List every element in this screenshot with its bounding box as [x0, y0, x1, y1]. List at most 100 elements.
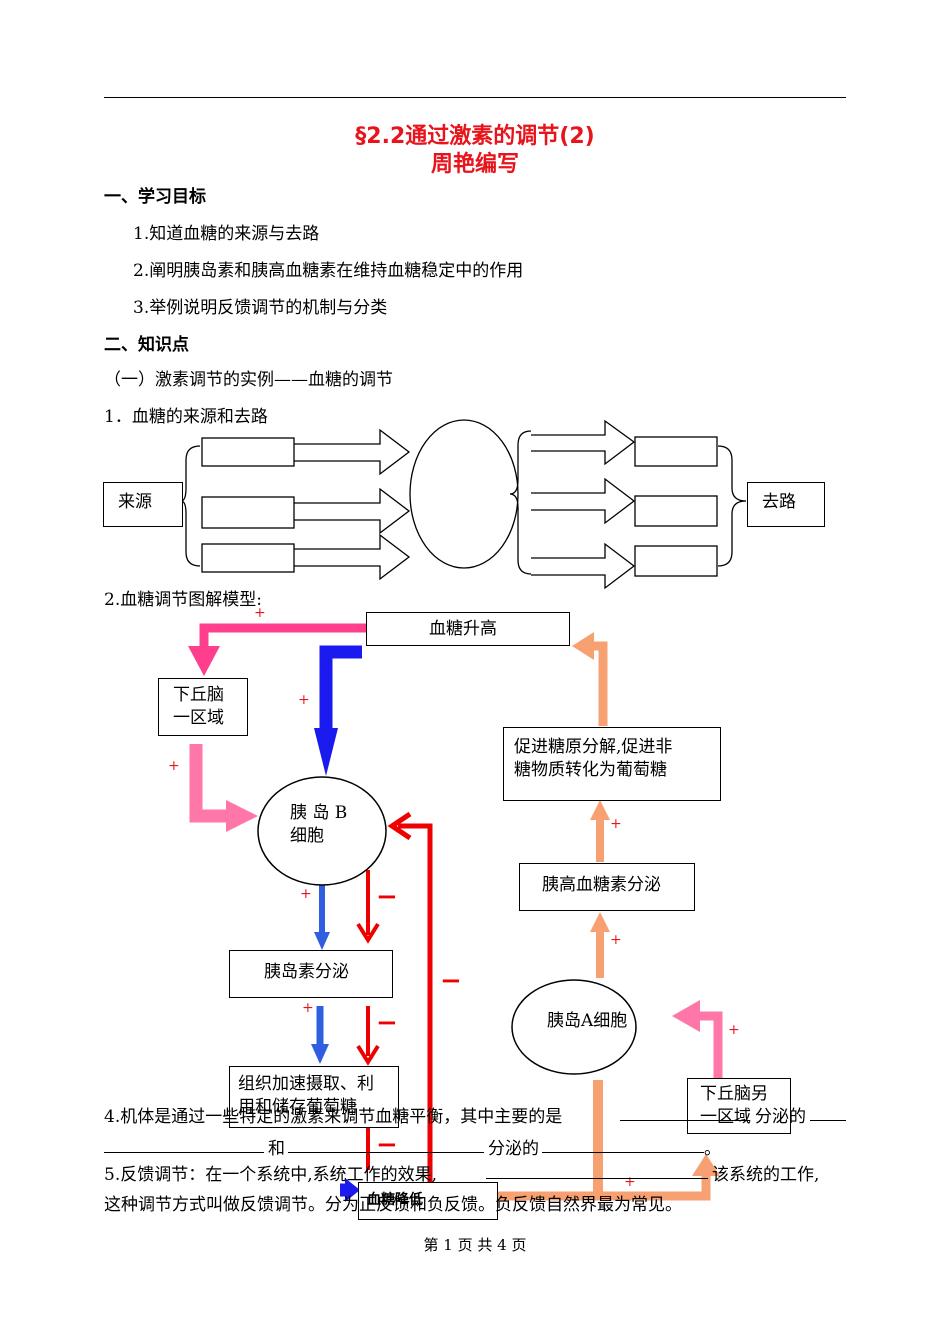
orange-arrow-head: [590, 800, 610, 820]
pink-arrow-head: [672, 1000, 700, 1032]
plus-sign: +: [302, 1000, 314, 1016]
minus-sign: −: [376, 1130, 398, 1160]
plus-sign: +: [624, 1174, 636, 1190]
dest-box: [634, 436, 718, 467]
source-label-box: 来源: [103, 482, 183, 527]
low-sugar-label: 血糖降低: [367, 1192, 423, 1208]
item-2-title: 2.血糖调节图解模型:: [104, 590, 262, 610]
subsection-title: （一）激素调节的实例——血糖的调节: [104, 370, 393, 390]
high-sugar-box: 血糖升高: [366, 612, 570, 646]
b-cell-label: 胰 岛 B 细胞: [290, 803, 348, 846]
pink-arrow: [199, 623, 366, 648]
doc-title: §2.2通过激素的调节(2): [355, 124, 595, 149]
minus-sign: −: [376, 882, 398, 912]
plus-sign: +: [610, 932, 622, 948]
blank-line: [486, 1178, 708, 1179]
a-cell-label: 胰岛A细胞: [547, 1011, 628, 1031]
glucagon-label: 胰高血糖素分泌: [542, 875, 661, 895]
pink-arrow: [189, 744, 228, 823]
insulin-label: 胰岛素分泌: [264, 962, 349, 982]
orange-arrow-head: [590, 912, 610, 932]
arrow-right: [531, 477, 636, 525]
pink-arrow-head: [188, 646, 220, 676]
page-footer: 第 1 页 共 4 页: [423, 1236, 527, 1254]
plus-sign: +: [728, 1022, 740, 1038]
section-goals-heading: 一、学习目标: [104, 187, 206, 207]
item-5-text: 这种调节方式叫做反馈调节。分为正反馈和负反馈。负反馈自然界最为常见。: [104, 1195, 682, 1215]
minus-sign: −: [376, 1008, 398, 1038]
item-5-text: 5.反馈调节：在一个系统中,系统工作的效果,: [104, 1165, 438, 1185]
item-4-text: 4.机体是通过一些特定的激素来调节血糖平衡，其中主要的是: [104, 1107, 563, 1127]
blank-line: [810, 1120, 846, 1121]
arrow-right: [294, 428, 411, 476]
item-1-title: 1．血糖的来源和去路: [104, 407, 268, 427]
blank-line: [542, 1152, 704, 1153]
arrow-right: [294, 533, 411, 581]
plus-sign: +: [610, 816, 622, 832]
source-box: [201, 437, 295, 467]
blank-line: [288, 1152, 484, 1153]
source-box: [201, 543, 295, 573]
blue-arrow: [319, 645, 362, 730]
item-5-text: 该系统的工作,: [712, 1165, 820, 1185]
mid-brace: [509, 430, 532, 575]
item-4-text: 分泌的: [755, 1107, 806, 1127]
source-label: 来源: [118, 492, 152, 512]
arrow-right: [294, 487, 411, 535]
pink-arrow: [696, 1011, 723, 1078]
blank-line: [620, 1120, 750, 1121]
low-sugar-box: 血糖降低: [358, 1182, 498, 1220]
arrow-right: [531, 542, 636, 590]
section-knowledge-heading: 二、知识点: [104, 335, 189, 355]
item-4-text: 和: [268, 1139, 285, 1159]
dest-label: 去路: [762, 492, 796, 512]
glycogen-label: 促进糖原分解,促进非 糖物质转化为葡萄糖: [514, 737, 673, 780]
hypothalamus2-box: 下丘脑另 一区域: [687, 1078, 791, 1134]
hypothalamus-label: 下丘脑 一区域: [173, 685, 224, 728]
item-4-text: 分泌的: [488, 1139, 539, 1159]
blue-arrow-head: [311, 1044, 329, 1064]
red-arrow: [398, 823, 433, 1196]
dest-label-box: 去路: [747, 482, 825, 527]
dest-box: [634, 495, 718, 527]
insulin-box: 胰岛素分泌: [229, 950, 393, 998]
blue-arrow-head: [345, 1178, 360, 1202]
orange-arrow-head: [572, 632, 594, 660]
plus-sign: +: [298, 692, 310, 708]
orange-arrow: [590, 641, 608, 726]
plus-sign: +: [300, 886, 312, 902]
dest-box: [634, 545, 718, 577]
minus-sign: −: [440, 966, 462, 996]
goal-item: 1.知道血糖的来源与去路: [133, 224, 320, 244]
plus-sign: +: [254, 605, 266, 621]
arrow-right: [531, 419, 636, 466]
red-arrow-head: [356, 922, 380, 944]
red-arrow-head: [356, 1044, 380, 1066]
hypothalamus-box: 下丘脑 一区域: [158, 678, 248, 736]
plus-sign: +: [168, 758, 180, 774]
tissue-label: 组织加速摄取、利 用和储存葡萄糖: [238, 1074, 374, 1117]
source-box: [201, 496, 295, 529]
glycogen-box: 促进糖原分解,促进非 糖物质转化为葡萄糖: [503, 727, 721, 801]
blood-sugar-ellipse: [409, 419, 519, 569]
goal-item: 3.举例说明反馈调节的机制与分类: [133, 298, 388, 318]
goal-item: 2.阐明胰岛素和胰高血糖素在维持血糖稳定中的作用: [133, 261, 524, 281]
hypothalamus2-label: 下丘脑另 一区域: [700, 1084, 768, 1127]
top-rule: [104, 97, 846, 98]
blue-arrow-head: [314, 932, 330, 950]
orange-arrow-head: [692, 1154, 720, 1176]
blue-arrow-head: [314, 728, 338, 776]
a-cell-ellipse: [511, 979, 637, 1075]
red-arrow-head: [387, 811, 412, 841]
high-sugar-label: 血糖升高: [429, 619, 497, 639]
tissue-box: 组织加速摄取、利 用和储存葡萄糖: [229, 1066, 399, 1128]
pink-arrow-head: [226, 800, 258, 832]
b-cell-ellipse: [257, 776, 387, 886]
right-brace: [717, 445, 747, 567]
item-4-text: 。: [704, 1139, 721, 1159]
glucagon-box: 胰高血糖素分泌: [519, 863, 695, 911]
blank-line: [104, 1152, 264, 1153]
doc-author: 周艳编写: [430, 152, 519, 177]
